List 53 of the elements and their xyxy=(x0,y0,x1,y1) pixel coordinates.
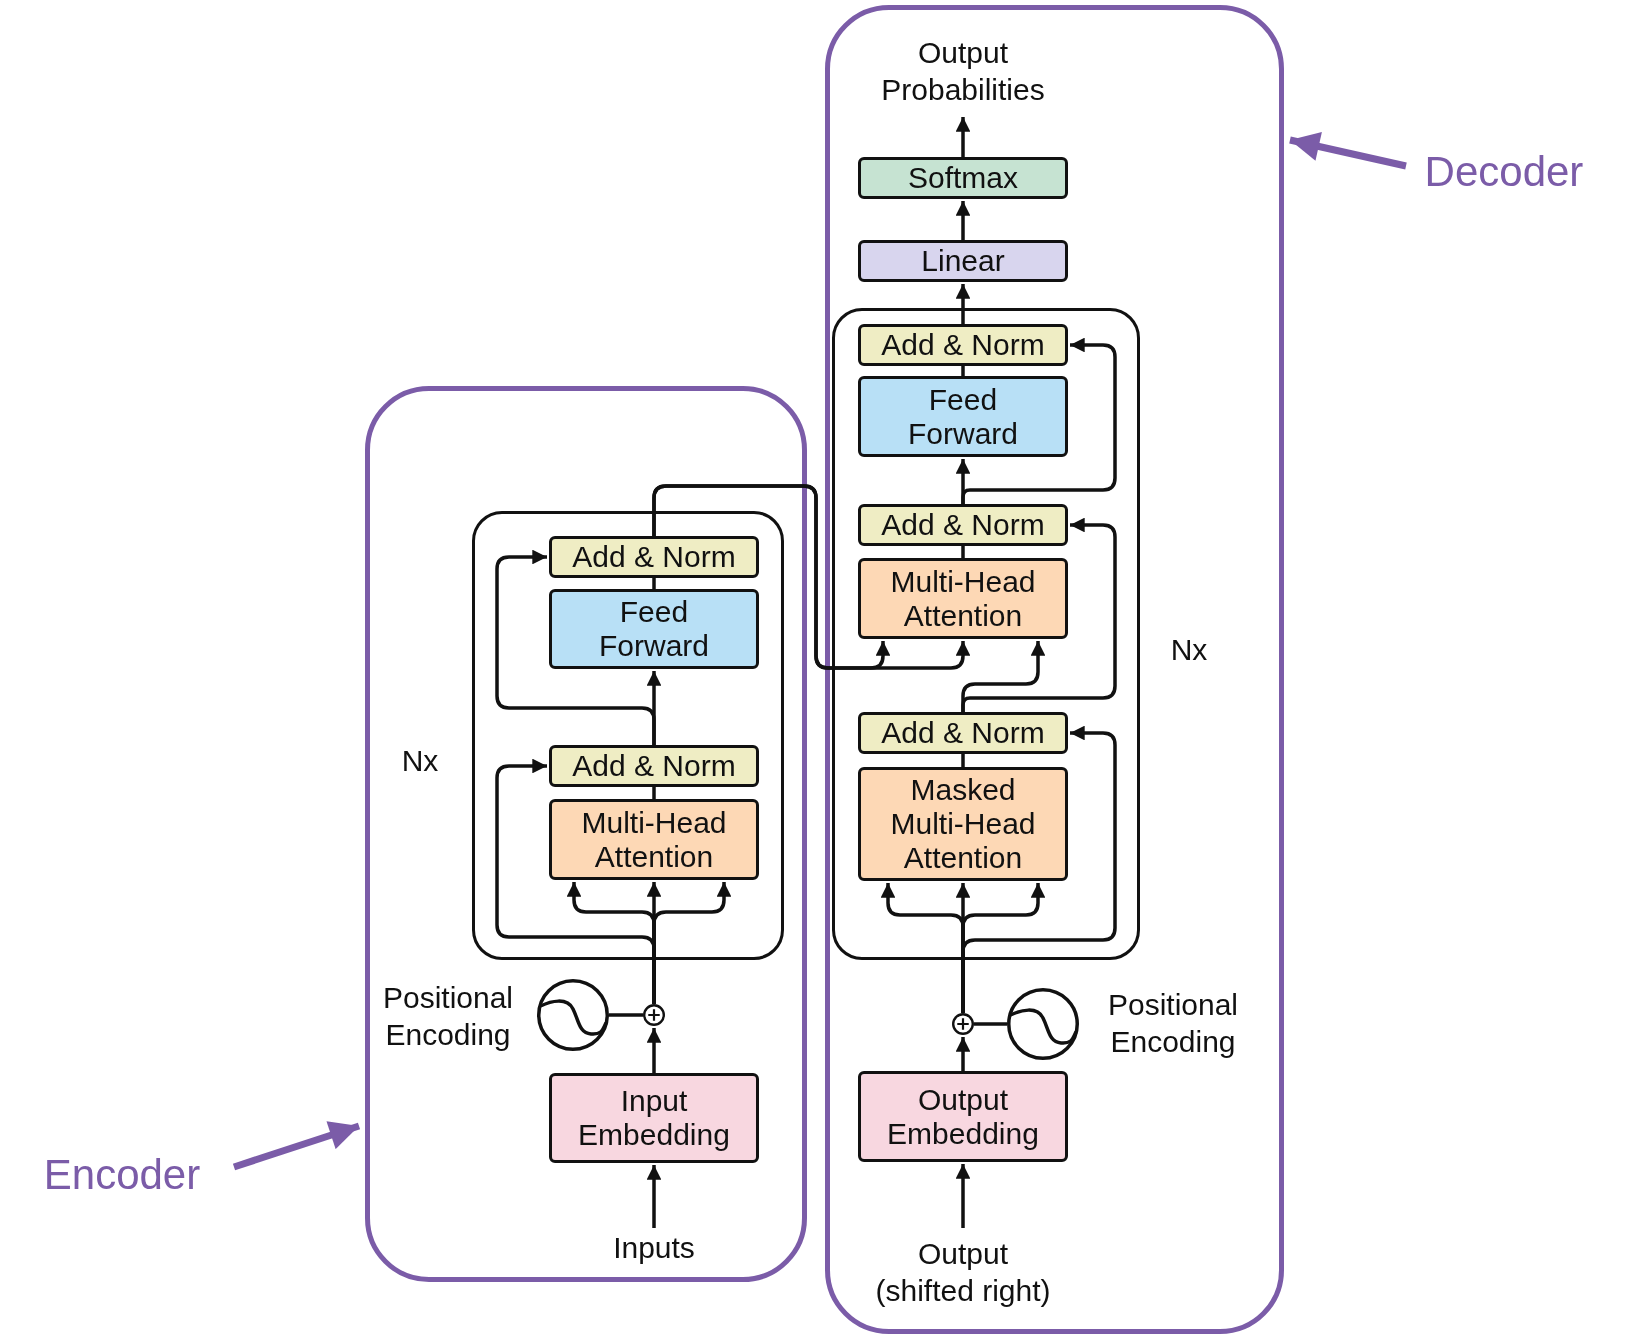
plus-circle-icon xyxy=(952,1013,974,1035)
encoder-label: Encoder xyxy=(40,1150,204,1200)
feed-forward-box: Feed Forward xyxy=(549,589,759,669)
masked-attention-box: Masked Multi-Head Attention xyxy=(858,767,1068,881)
arrow xyxy=(961,517,1117,712)
output-probabilities-label: Output Probabilities xyxy=(873,33,1053,109)
arrow xyxy=(955,117,971,157)
embedding-box: Input Embedding xyxy=(549,1073,759,1163)
plus-circle-icon xyxy=(643,1004,665,1026)
arrow xyxy=(955,284,971,324)
decoder-label: Decoder xyxy=(1420,147,1588,197)
arrow xyxy=(955,1037,971,1071)
arrow xyxy=(652,484,971,670)
arrow xyxy=(232,1121,361,1171)
connector-line xyxy=(961,754,965,767)
layer-stack-frame xyxy=(472,511,784,960)
repeat-count-label: Nx xyxy=(400,742,440,779)
encoding-caption: Positional Encoding xyxy=(381,980,515,1053)
arrow xyxy=(1289,132,1407,170)
feed-forward-box: Feed Forward xyxy=(858,376,1068,457)
connector-line xyxy=(652,578,656,589)
connector-line xyxy=(652,787,656,799)
connector-line xyxy=(974,1022,1007,1026)
embedding-box: Output Embedding xyxy=(858,1071,1068,1162)
connector-line xyxy=(961,366,965,376)
arrow xyxy=(961,337,1117,504)
encoder-frame xyxy=(365,386,807,1282)
arrow xyxy=(495,549,656,745)
add-norm-box: Add & Norm xyxy=(858,712,1068,754)
connector-line xyxy=(609,1013,643,1017)
add-norm-box: Add & Norm xyxy=(858,324,1068,366)
add-norm-box: Add & Norm xyxy=(858,504,1068,546)
sine-wave-icon xyxy=(1007,988,1079,1060)
decoder-frame xyxy=(825,5,1284,1334)
layer-stack-frame xyxy=(832,308,1140,960)
linear-box: Linear xyxy=(858,240,1068,282)
sine-wave-icon xyxy=(537,979,609,1051)
arrow xyxy=(955,1164,971,1228)
encoding-caption: Positional Encoding xyxy=(1106,987,1240,1060)
attention-box: Multi-Head Attention xyxy=(549,799,759,880)
arrow xyxy=(495,758,656,1004)
arrow xyxy=(955,201,971,240)
shifted-output-label: Output (shifted right) xyxy=(870,1234,1056,1310)
softmax-box: Softmax xyxy=(858,157,1068,199)
arrow xyxy=(646,1028,662,1073)
repeat-count-label: Nx xyxy=(1169,631,1209,668)
inputs-label: Inputs xyxy=(606,1228,702,1266)
attention-box: Multi-Head Attention xyxy=(858,558,1068,639)
connector-line xyxy=(961,546,965,558)
arrow xyxy=(646,1165,662,1228)
add-norm-box: Add & Norm xyxy=(549,536,759,578)
add-norm-box: Add & Norm xyxy=(549,745,759,787)
arrow xyxy=(961,725,1117,1013)
